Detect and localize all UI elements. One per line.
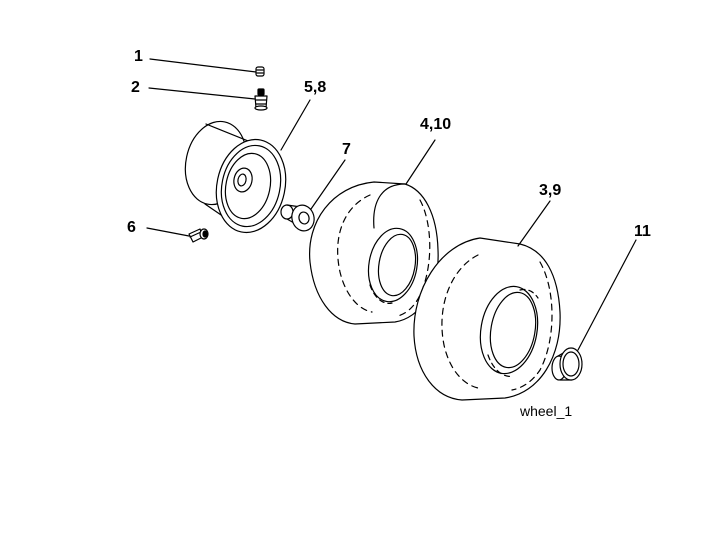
grease-fitting — [189, 229, 208, 242]
callout-6: 6 — [127, 219, 136, 236]
leader-2 — [149, 88, 255, 99]
callout-4-10: 4,10 — [420, 116, 451, 133]
leader-5-8 — [281, 100, 310, 150]
callout-2: 2 — [131, 79, 140, 96]
callout-3-9: 3,9 — [539, 182, 561, 199]
valve-stem — [255, 89, 267, 110]
leader-6 — [147, 228, 189, 236]
leader-3-9 — [518, 201, 550, 246]
bushing — [281, 203, 317, 234]
callout-5-8: 5,8 — [304, 79, 326, 96]
leader-11 — [578, 240, 636, 350]
leader-1 — [150, 59, 256, 72]
leader-7 — [311, 160, 345, 209]
front-tire — [310, 182, 439, 324]
diagram-caption: wheel_1 — [519, 403, 572, 419]
callout-7: 7 — [342, 141, 351, 158]
valve-cap — [256, 67, 264, 76]
leader-4-10 — [406, 140, 435, 184]
callout-1: 1 — [134, 48, 143, 65]
rear-tire — [414, 238, 560, 400]
wheel-rim — [178, 116, 294, 239]
callout-11: 11 — [634, 223, 651, 240]
hub-cap — [552, 348, 582, 380]
